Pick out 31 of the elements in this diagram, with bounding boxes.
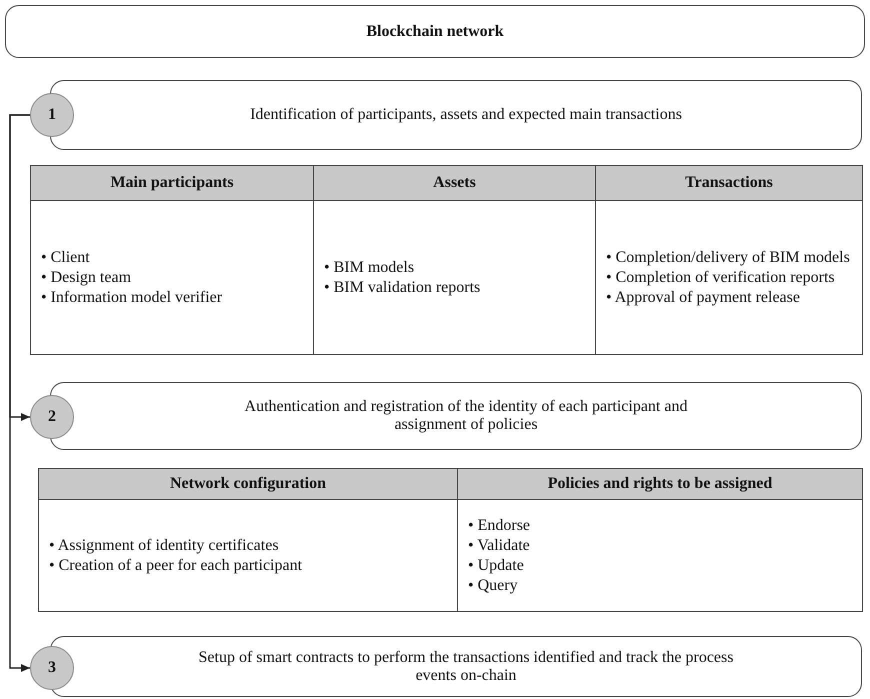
list-item: • BIM validation reports — [324, 278, 480, 298]
list-item: • Validate — [468, 536, 530, 556]
connector-arrow — [9, 114, 30, 672]
title-text: Blockchain network — [366, 22, 504, 40]
step-box — [50, 382, 862, 450]
list-item: • Completion of verification reports — [606, 268, 835, 288]
step-text: Identification of participants, assets and expected main transactions — [250, 106, 682, 124]
column-header: Network configuration — [38, 468, 458, 500]
list-item: • Client — [41, 248, 90, 268]
list-item: • Endorse — [468, 516, 530, 536]
step-box — [50, 80, 862, 150]
title-box — [5, 5, 865, 58]
list-item: • BIM models — [324, 258, 414, 278]
step-number-circle: 2 — [30, 395, 74, 439]
step-number-circle: 1 — [30, 93, 74, 137]
list-item: • Assignment of identity certificates — [49, 536, 279, 556]
list-item: • Creation of a peer for each participant — [49, 556, 302, 576]
list-item: • Information model verifier — [41, 288, 222, 308]
column-header: Assets — [313, 165, 596, 201]
column-header: Policies and rights to be assigned — [457, 468, 863, 500]
list-item: • Completion/delivery of BIM models — [606, 248, 850, 268]
list-item: • Approval of payment release — [606, 288, 800, 308]
list-item: • Update — [468, 556, 524, 576]
list-item: • Query — [468, 576, 518, 596]
step-text: Setup of smart contracts to perform the transactions identified and track the process events on-chain — [198, 648, 734, 684]
column-header: Transactions — [595, 165, 863, 201]
column-header: Main participants — [30, 165, 314, 201]
step-box — [50, 636, 862, 697]
step-text: Authentication and registration of the identity of each participant and assignment of policies — [244, 398, 688, 434]
step-number-circle: 3 — [30, 646, 74, 690]
list-item: • Design team — [41, 268, 132, 288]
